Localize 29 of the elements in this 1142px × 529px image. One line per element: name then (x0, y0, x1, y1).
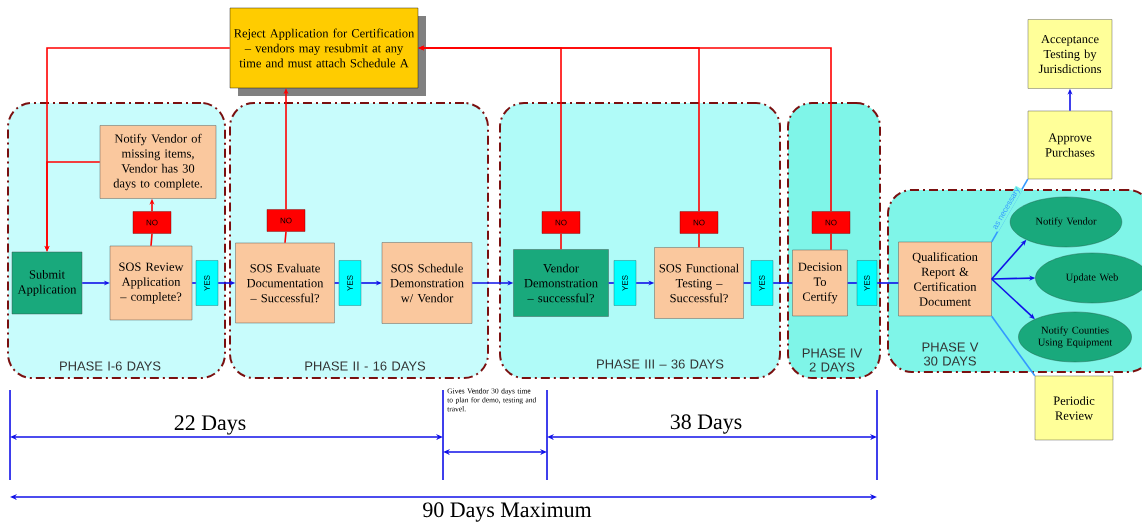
reject-box: Reject Application for Certification – vendors may resubmit at any time and must attach Schedule A (229, 7, 426, 96)
dimension-label: 38 Days (670, 414, 742, 434)
connector (191, 282, 197, 284)
connector (150, 232, 153, 247)
connector (830, 232, 832, 251)
process-box: SOS Evaluate Documentation – Successful? (235, 242, 335, 324)
process-box: Notify Vendor of missing items, Vendor has 30 days to complete. (99, 125, 217, 199)
dimension-label: 22 Days (174, 415, 246, 435)
connector (607, 282, 615, 284)
process-box: Acceptance Testing by Jurisdictions (1027, 19, 1113, 89)
process-box: Qualification Report & Certification Document (898, 241, 992, 317)
connector (742, 282, 752, 284)
connector (333, 282, 340, 284)
process-box: Decision To Certify (792, 249, 848, 317)
process-box: Approve Purchases (1027, 110, 1113, 180)
process-box: SOS Functional Testing – Successful? (654, 247, 744, 319)
dimension-label: 90 Days Maximum (423, 502, 592, 522)
process-box: SOS Schedule Demonstration w/ Vendor (381, 242, 473, 324)
connector (560, 232, 562, 251)
connector (698, 232, 700, 249)
process-box: Submit Application (11, 251, 83, 315)
connector (772, 282, 794, 284)
process-box: Vendor Demonstration – successful? (513, 249, 609, 317)
connector (846, 282, 858, 284)
connector (990, 315, 1036, 377)
connector (876, 282, 900, 284)
process-box: Periodic Review (1034, 375, 1114, 441)
connector (284, 230, 287, 244)
process-box: SOS Review Application – complete? (109, 245, 193, 321)
